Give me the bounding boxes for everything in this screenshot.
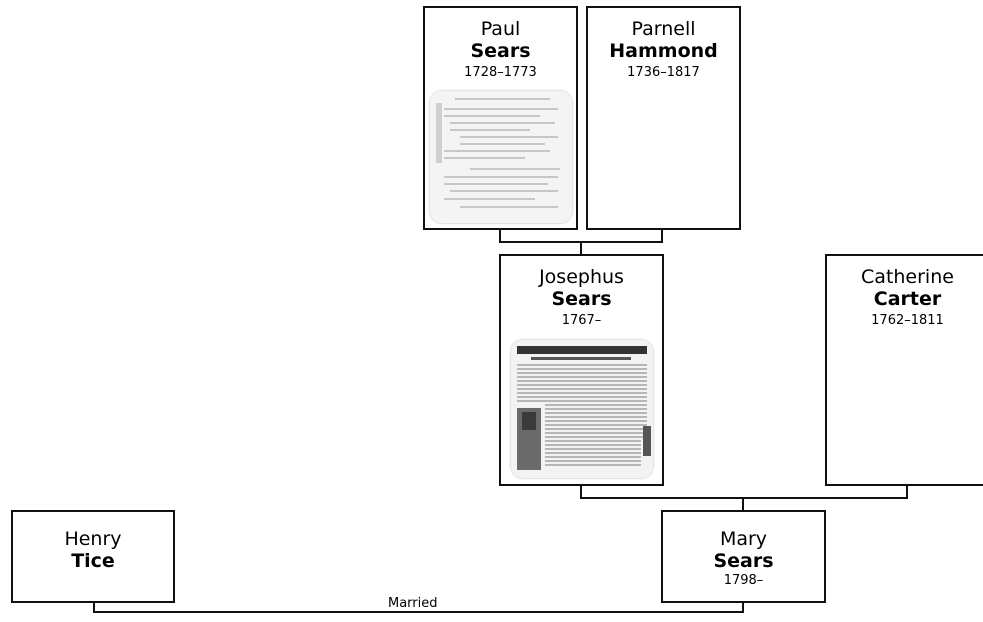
person-card-henry-tice[interactable]: Henry Tice: [11, 510, 175, 603]
life-dates: 1767–: [561, 313, 602, 328]
life-dates: 1728–1773: [464, 65, 537, 80]
surname: Sears: [551, 288, 612, 310]
given-name: Mary: [719, 528, 768, 550]
life-dates: 1798–: [723, 573, 764, 588]
surname: Carter: [873, 288, 942, 310]
surname: Sears: [713, 550, 774, 572]
person-card-paul-sears[interactable]: Paul Sears 1728–1773: [423, 6, 578, 230]
document-scan-image: [430, 91, 572, 223]
connector-josephus-catherine-left: [580, 484, 582, 498]
connector-henry-mary-bar: [93, 611, 744, 613]
life-dates: 1736–1817: [627, 65, 700, 80]
given-name: Paul: [480, 18, 521, 40]
connector-josephus-catherine-right: [906, 484, 908, 498]
person-card-parnell-hammond[interactable]: Parnell Hammond 1736–1817: [586, 6, 741, 230]
person-card-josephus-sears[interactable]: Josephus Sears 1767–: [499, 254, 664, 486]
newspaper-clipping-image: [511, 340, 653, 478]
surname: Tice: [71, 550, 115, 572]
connector-henry-mary-right: [742, 601, 744, 612]
connector-josephus-catherine-bar: [580, 497, 908, 499]
given-name: Henry: [64, 528, 122, 550]
connector-paul-parnell-right: [661, 228, 663, 242]
newspaper-clipping-photo[interactable]: [511, 340, 653, 478]
connector-henry-mary-left: [93, 601, 95, 612]
surname: Hammond: [609, 40, 718, 62]
document-scan-photo[interactable]: [430, 91, 572, 223]
life-dates: 1762–1811: [871, 313, 944, 328]
connector-to-mary: [742, 497, 744, 511]
given-name: Parnell: [631, 18, 696, 40]
connector-to-josephus: [580, 241, 582, 255]
relationship-label-married: Married: [388, 596, 438, 611]
person-card-catherine-carter[interactable]: Catherine Carter 1762–1811: [825, 254, 983, 486]
surname: Sears: [470, 40, 531, 62]
given-name: Catherine: [861, 266, 954, 288]
given-name: Josephus: [539, 266, 624, 288]
person-card-mary-sears[interactable]: Mary Sears 1798–: [661, 510, 826, 603]
connector-paul-parnell-left: [499, 228, 501, 242]
